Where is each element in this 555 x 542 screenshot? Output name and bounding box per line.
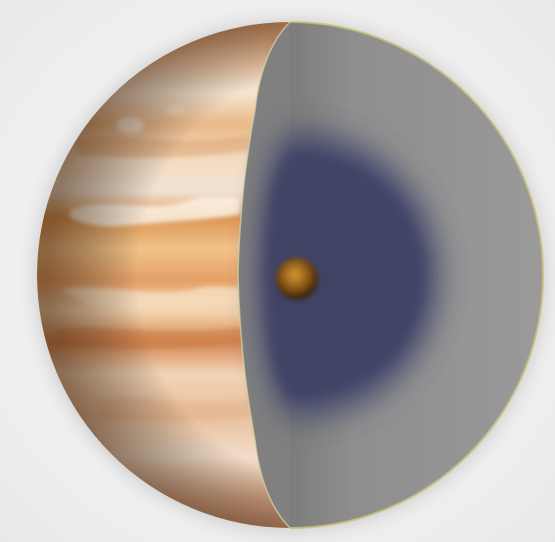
cutaway-inner-layer [258,130,440,420]
planet-core [276,258,318,300]
planet-rim-outline [237,21,544,529]
